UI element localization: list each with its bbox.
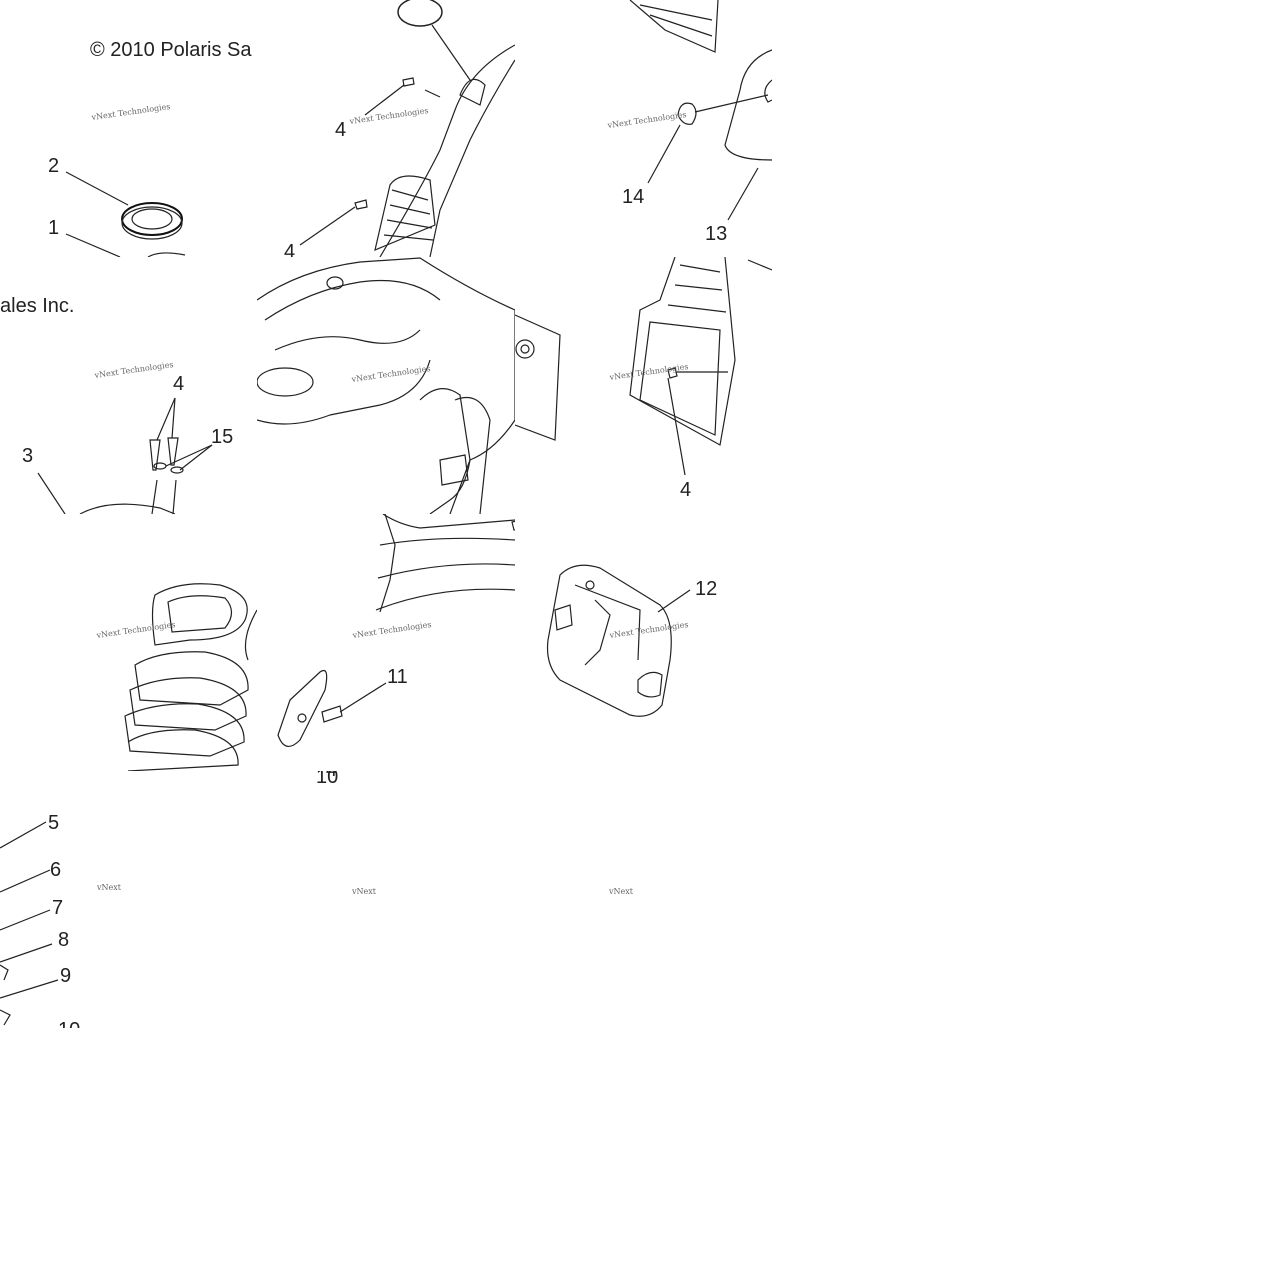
screw-icon [149,439,161,471]
callout-4: 4 [284,241,295,263]
callout-1: 1 [48,217,59,239]
gasket-plate [129,677,247,731]
copyright-top: © 2010 Polaris Sa [90,39,252,61]
callout-13: 13 [705,223,727,245]
tile-r3-c0: 5 6 7 8 9 10 vNext [0,812,122,1041]
watermark: vNext Technologies [90,102,171,122]
screw-icon [402,77,415,87]
screw-icon [354,199,368,210]
gauge-opening [257,367,314,397]
watermark: vNext Technologies [608,362,689,382]
screw-icon [167,437,179,466]
tile-r0-c0: © 2010 Polaris Sa 2 1 vNext Technologies [48,39,252,257]
callout-4: 4 [680,479,691,501]
washer-icon [170,466,184,474]
callout-12: 12 [695,578,717,600]
seat-base-part [151,583,248,646]
tile-r1-c2: 4 vNext Technologies [515,257,772,501]
callout-11: 11 [387,666,408,688]
rear-rack-part [79,503,176,514]
watermark: vNext [351,887,377,896]
vent-grille [629,257,736,446]
callout-8: 8 [58,929,69,951]
copyright-left: ales Inc. [0,295,74,317]
tile-r1-c1: vNext Technologies [257,257,515,514]
tile-r3-c1: 10 4 vNext [316,759,377,896]
watermark: vNext Technologies [95,620,176,640]
tile-r3-c2: vNext [608,887,634,896]
watermark: vNext Technologies [348,106,429,126]
gas-cap-part [147,252,186,257]
leader-line [65,171,129,206]
tile-r2-c1: 4 11 vNext Technologies [277,505,596,747]
callout-6: 6 [50,859,61,881]
callout-14: 14 [622,186,644,208]
plug-icon [677,102,697,125]
callout-2: 2 [48,155,59,177]
front-cab-part [379,44,515,257]
o-ring-part [397,0,443,27]
bolt-icon [321,705,343,723]
screw-icon [667,367,678,379]
watermark: vNext Technologies [608,620,689,640]
gas-cap-ring-part [121,202,183,240]
watermark: vNext Technologies [93,360,174,380]
key-switch-icon [515,339,535,359]
vent-grille [374,175,436,252]
callout-4: 4 [173,373,184,395]
watermark: vNext Technologies [606,110,687,130]
callout-4: 4 [585,505,596,527]
callout-10: 10 [316,766,338,788]
callout-10: 10 [58,1019,80,1041]
tile-r0-c2: 14 13 vNext Technologies [606,0,772,245]
fender-flare-part [375,514,515,611]
tile-r2-c2: 12 vNext Technologies [546,564,717,717]
front-fender-part [257,257,515,514]
callout-4: 4 [326,759,337,781]
callout-5: 5 [48,812,59,834]
vent-grille [629,0,719,53]
handle-icon [637,671,663,698]
screw-icon [511,520,515,531]
tile-r1-c0: ales Inc. 4 15 3 vNext Technologies [0,295,233,514]
callout-9: 9 [60,965,71,987]
gasket-plate [124,703,245,757]
gasket-plate [134,651,249,706]
storage-box-part [546,564,672,717]
mud-flap-part [277,669,328,747]
callout-15: 15 [211,426,233,448]
watermark: vNext [608,887,634,896]
watermark: vNext [96,883,122,892]
washer-icon [153,462,167,470]
callout-4: 4 [335,119,346,141]
tile-r2-c0: vNext Technologies [95,583,257,771]
tile-r0-c1: 4 4 vNext Technologies [284,0,515,263]
latch-icon [554,604,573,631]
watermark: vNext Technologies [351,620,432,640]
side-panel-part [515,314,561,441]
leader-line [65,233,121,257]
headlight-pod-part [724,49,772,161]
callout-3: 3 [22,445,33,467]
gasket-plate [127,729,239,771]
callout-7: 7 [52,897,63,919]
